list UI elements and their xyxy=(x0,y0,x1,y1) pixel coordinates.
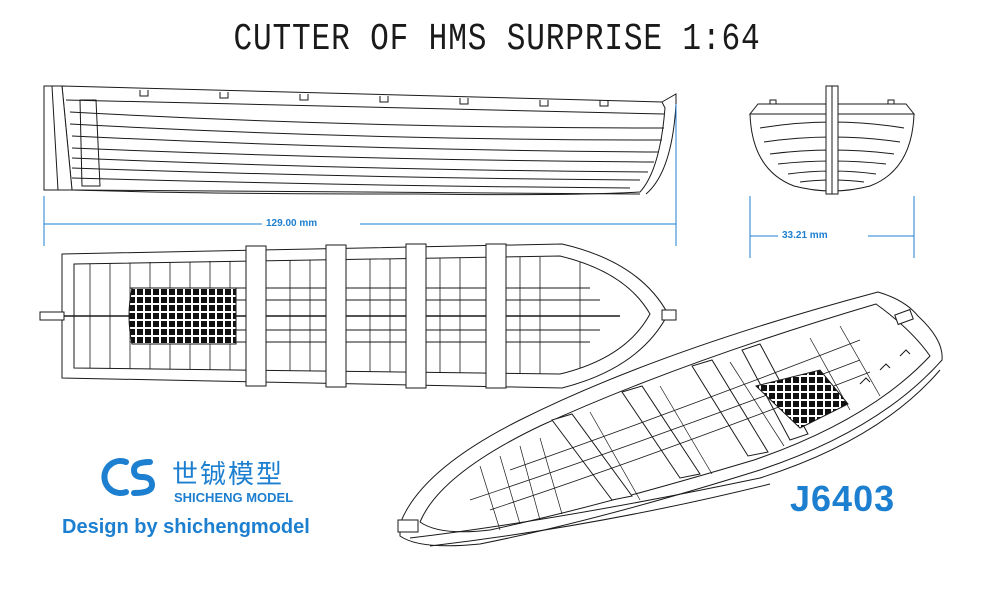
product-code: J6403 xyxy=(790,478,896,519)
designer-credit: Design by shichengmodel xyxy=(62,516,310,538)
side-view xyxy=(43,85,677,196)
beam-dimension-label: 33.21 mm xyxy=(782,230,828,241)
perspective-view xyxy=(397,291,943,547)
brand-logo-icon xyxy=(101,458,156,496)
dimension-lines xyxy=(43,104,915,258)
plan-view xyxy=(39,243,677,389)
end-view xyxy=(748,85,916,195)
length-dimension-label: 129.00 mm xyxy=(266,218,318,229)
drawing-title: CUTTER OF HMS SURPRISE 1:64 xyxy=(233,18,761,61)
brand-english-name: SHICHENG MODEL xyxy=(174,490,294,505)
brand-chinese-name: 世铖模型 xyxy=(172,460,285,490)
